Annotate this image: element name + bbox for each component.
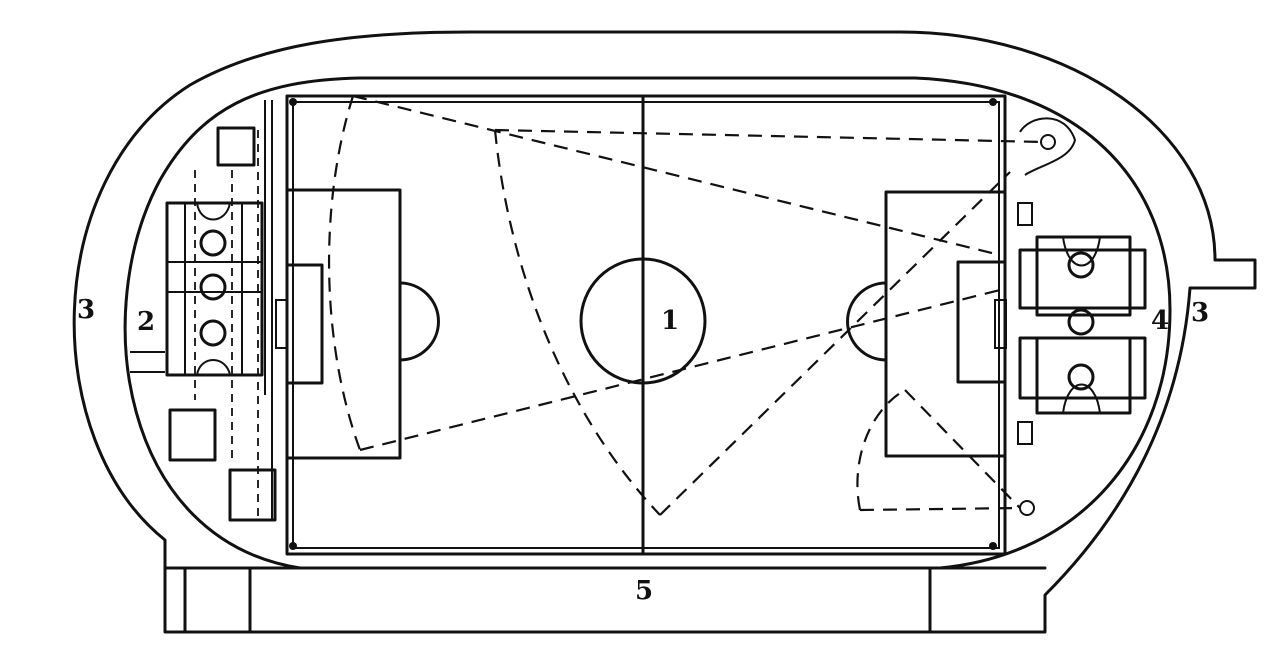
label-courts-right: 4 (1151, 306, 1169, 336)
stands-area (163, 566, 1047, 634)
outer-track-boundary (72, 30, 1257, 634)
label-stands: 5 (635, 576, 653, 606)
label-track-left: 3 (77, 295, 95, 325)
throwing-sectors (328, 94, 1046, 516)
inner-track-boundary (123, 76, 1172, 570)
label-field: 1 (661, 306, 679, 336)
label-track-right: 3 (1191, 298, 1209, 328)
label-courts-left: 2 (137, 307, 155, 337)
right-ball-courts (1017, 202, 1147, 445)
throwing-circles (1019, 117, 1077, 516)
left-ball-courts (130, 100, 277, 522)
football-field (275, 94, 1007, 556)
